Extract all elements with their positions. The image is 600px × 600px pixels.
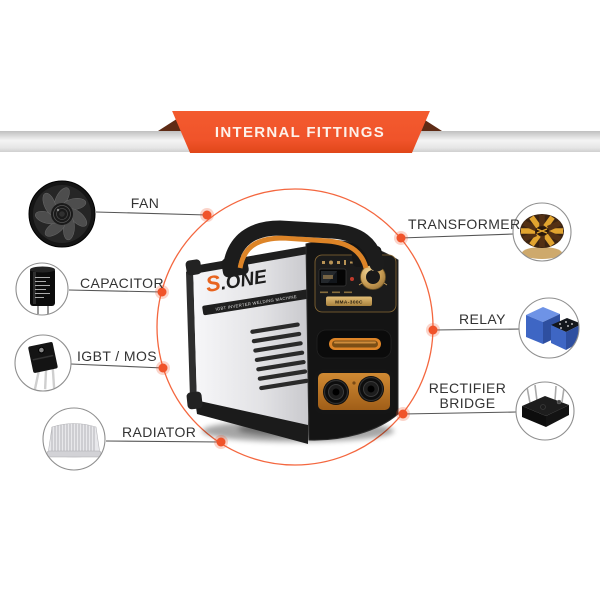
label-rectifier-bridge: RECTIFIER BRIDGE	[425, 381, 510, 411]
page-title: INTERNAL FITTINGS	[214, 123, 386, 141]
connection-dots	[155, 208, 440, 449]
transformer-line	[400, 233, 514, 239]
igbt-line	[70, 363, 164, 369]
handle-grip-accent	[237, 235, 369, 269]
machine-connector-plate	[314, 369, 394, 414]
label-rectifier-line2: BRIDGE	[439, 395, 496, 411]
machine-vents	[250, 322, 309, 391]
rectifier-dot	[396, 407, 410, 421]
label-fan: FAN	[130, 195, 160, 211]
machine-display	[318, 268, 347, 287]
model-plate: MMA-300C	[326, 296, 372, 306]
dinse-socket-negative	[323, 379, 349, 405]
relay-line	[432, 328, 522, 331]
transformer-dot	[394, 231, 408, 245]
panel-mode-icons	[322, 260, 355, 265]
machine-handle	[221, 220, 385, 278]
power-indicator	[350, 277, 354, 281]
machine-side-panel	[185, 246, 308, 444]
title-ribbon: INTERNAL FITTINGS	[172, 111, 430, 153]
rectifier-bridge-image	[515, 381, 575, 441]
capacitor-line	[68, 289, 163, 293]
model-label: MMA-300C	[335, 300, 363, 306]
callout-lines	[68, 211, 522, 443]
label-transformer: TRANSFORMER	[408, 216, 521, 232]
machine-logo-accent: S	[204, 270, 223, 297]
handle-grip	[222, 220, 385, 276]
igbt-mos-image	[14, 334, 72, 392]
fan-line	[95, 211, 208, 216]
panel-caption-row	[320, 291, 352, 294]
label-relay: RELAY	[459, 311, 506, 327]
relay-image	[518, 297, 580, 359]
machine-front-recess	[316, 329, 392, 359]
label-rectifier-line1: RECTIFIER	[428, 380, 507, 396]
dinse-socket-positive	[358, 376, 384, 402]
radiator-dot	[214, 435, 228, 449]
radiator-line	[105, 440, 222, 443]
label-capacitor: CAPACITOR	[80, 275, 164, 291]
radiator-image	[42, 407, 106, 471]
label-igbt-mos: IGBT / MOS	[77, 348, 157, 364]
transformer-image	[512, 202, 572, 262]
capacitor-dot	[155, 285, 169, 299]
igbt-dot	[156, 361, 170, 375]
welding-machine-image: S.ONE IGBT INVERTER WELDING MACHINE	[185, 220, 399, 444]
relay-dot	[426, 323, 440, 337]
fan-dot	[200, 208, 214, 222]
capacitor-image	[15, 262, 69, 316]
rectifier-line	[402, 411, 517, 415]
label-radiator: RADIATOR	[122, 424, 197, 440]
fan-image	[28, 180, 96, 248]
